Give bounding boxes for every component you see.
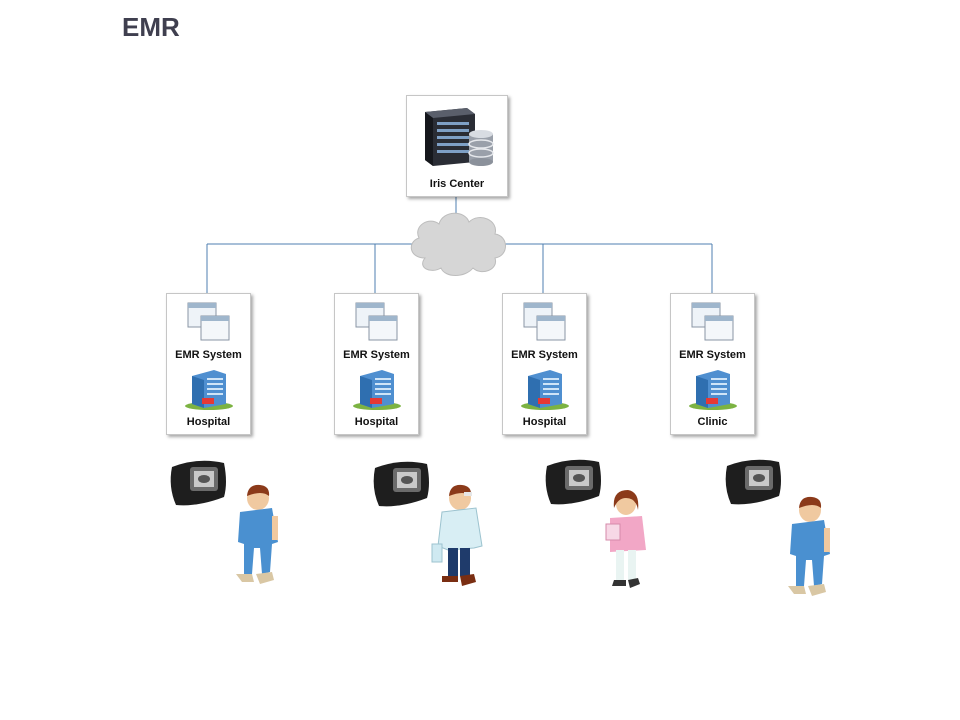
emr-system-label: EMR System	[679, 349, 746, 361]
emr-node-2[interactable]: EMR System Hospital	[334, 293, 419, 435]
window-icon	[691, 302, 734, 341]
window-icon	[523, 302, 566, 341]
iris-scanner-icon	[170, 460, 226, 506]
server-database-icon	[425, 108, 494, 166]
nurse-icon	[605, 490, 646, 588]
patient-icon	[236, 484, 278, 584]
hospital-building-icon	[185, 370, 233, 410]
emr-system-label: EMR System	[343, 349, 410, 361]
emr-node-4[interactable]: EMR System Clinic	[670, 293, 755, 435]
window-icon	[187, 302, 230, 341]
facility-label: Clinic	[697, 416, 728, 428]
facility-label: Hospital	[354, 416, 399, 428]
facility-label: Hospital	[186, 416, 231, 428]
iris-scanner-icon	[725, 459, 781, 505]
hospital-building-icon	[353, 370, 401, 410]
emr-node-1[interactable]: EMR System Hospital	[166, 293, 251, 435]
hospital-building-icon	[521, 370, 569, 410]
emr-node-3[interactable]: EMR System Hospital	[502, 293, 587, 435]
page-title: EMR	[122, 12, 180, 42]
iris-center-box[interactable]: Iris Center	[406, 95, 508, 197]
window-icon	[355, 302, 398, 341]
emr-system-label: EMR System	[511, 349, 578, 361]
iris-scanner-icon	[545, 459, 601, 505]
doctor-icon	[431, 484, 483, 586]
facility-label: Hospital	[522, 416, 567, 428]
hospital-building-icon	[689, 370, 737, 410]
cloud-icon	[410, 212, 506, 276]
iris-scanner-icon	[373, 461, 429, 507]
emr-system-label: EMR System	[175, 349, 242, 361]
iris-center-label: Iris Center	[429, 178, 485, 190]
patient-icon	[788, 496, 830, 596]
